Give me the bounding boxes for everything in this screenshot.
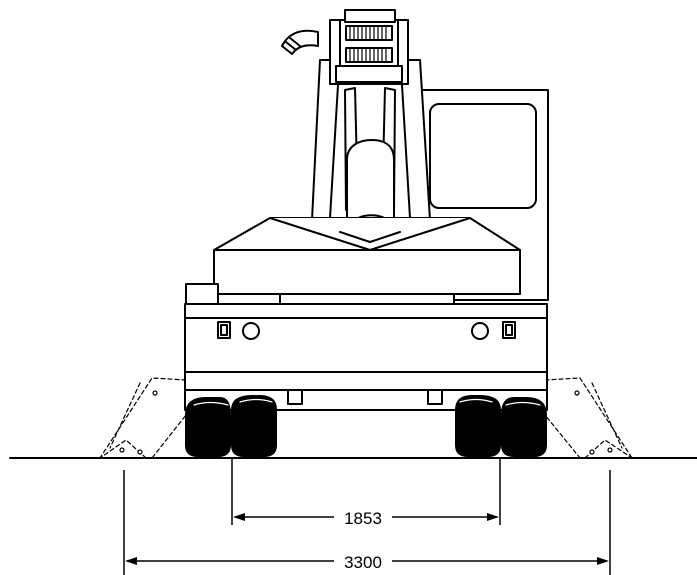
dimension-inner-track xyxy=(231,458,501,525)
turntable-deck xyxy=(213,217,521,295)
dimension-label-outer: 3300 xyxy=(344,553,382,572)
right-hook xyxy=(427,389,443,405)
winch-drum xyxy=(329,9,409,85)
right-lights xyxy=(471,321,516,340)
wheel-group-left xyxy=(185,395,277,457)
right-outrigger xyxy=(544,377,633,459)
wheel-group-right xyxy=(455,395,547,457)
left-hook xyxy=(287,389,303,405)
left-outrigger xyxy=(99,377,187,459)
dimension-label-inner: 1853 xyxy=(344,509,382,528)
left-lights xyxy=(217,321,260,340)
hose-fitting xyxy=(281,29,319,55)
cab-window xyxy=(429,103,537,209)
dimension-outer-track xyxy=(123,470,611,575)
chassis xyxy=(184,283,548,411)
